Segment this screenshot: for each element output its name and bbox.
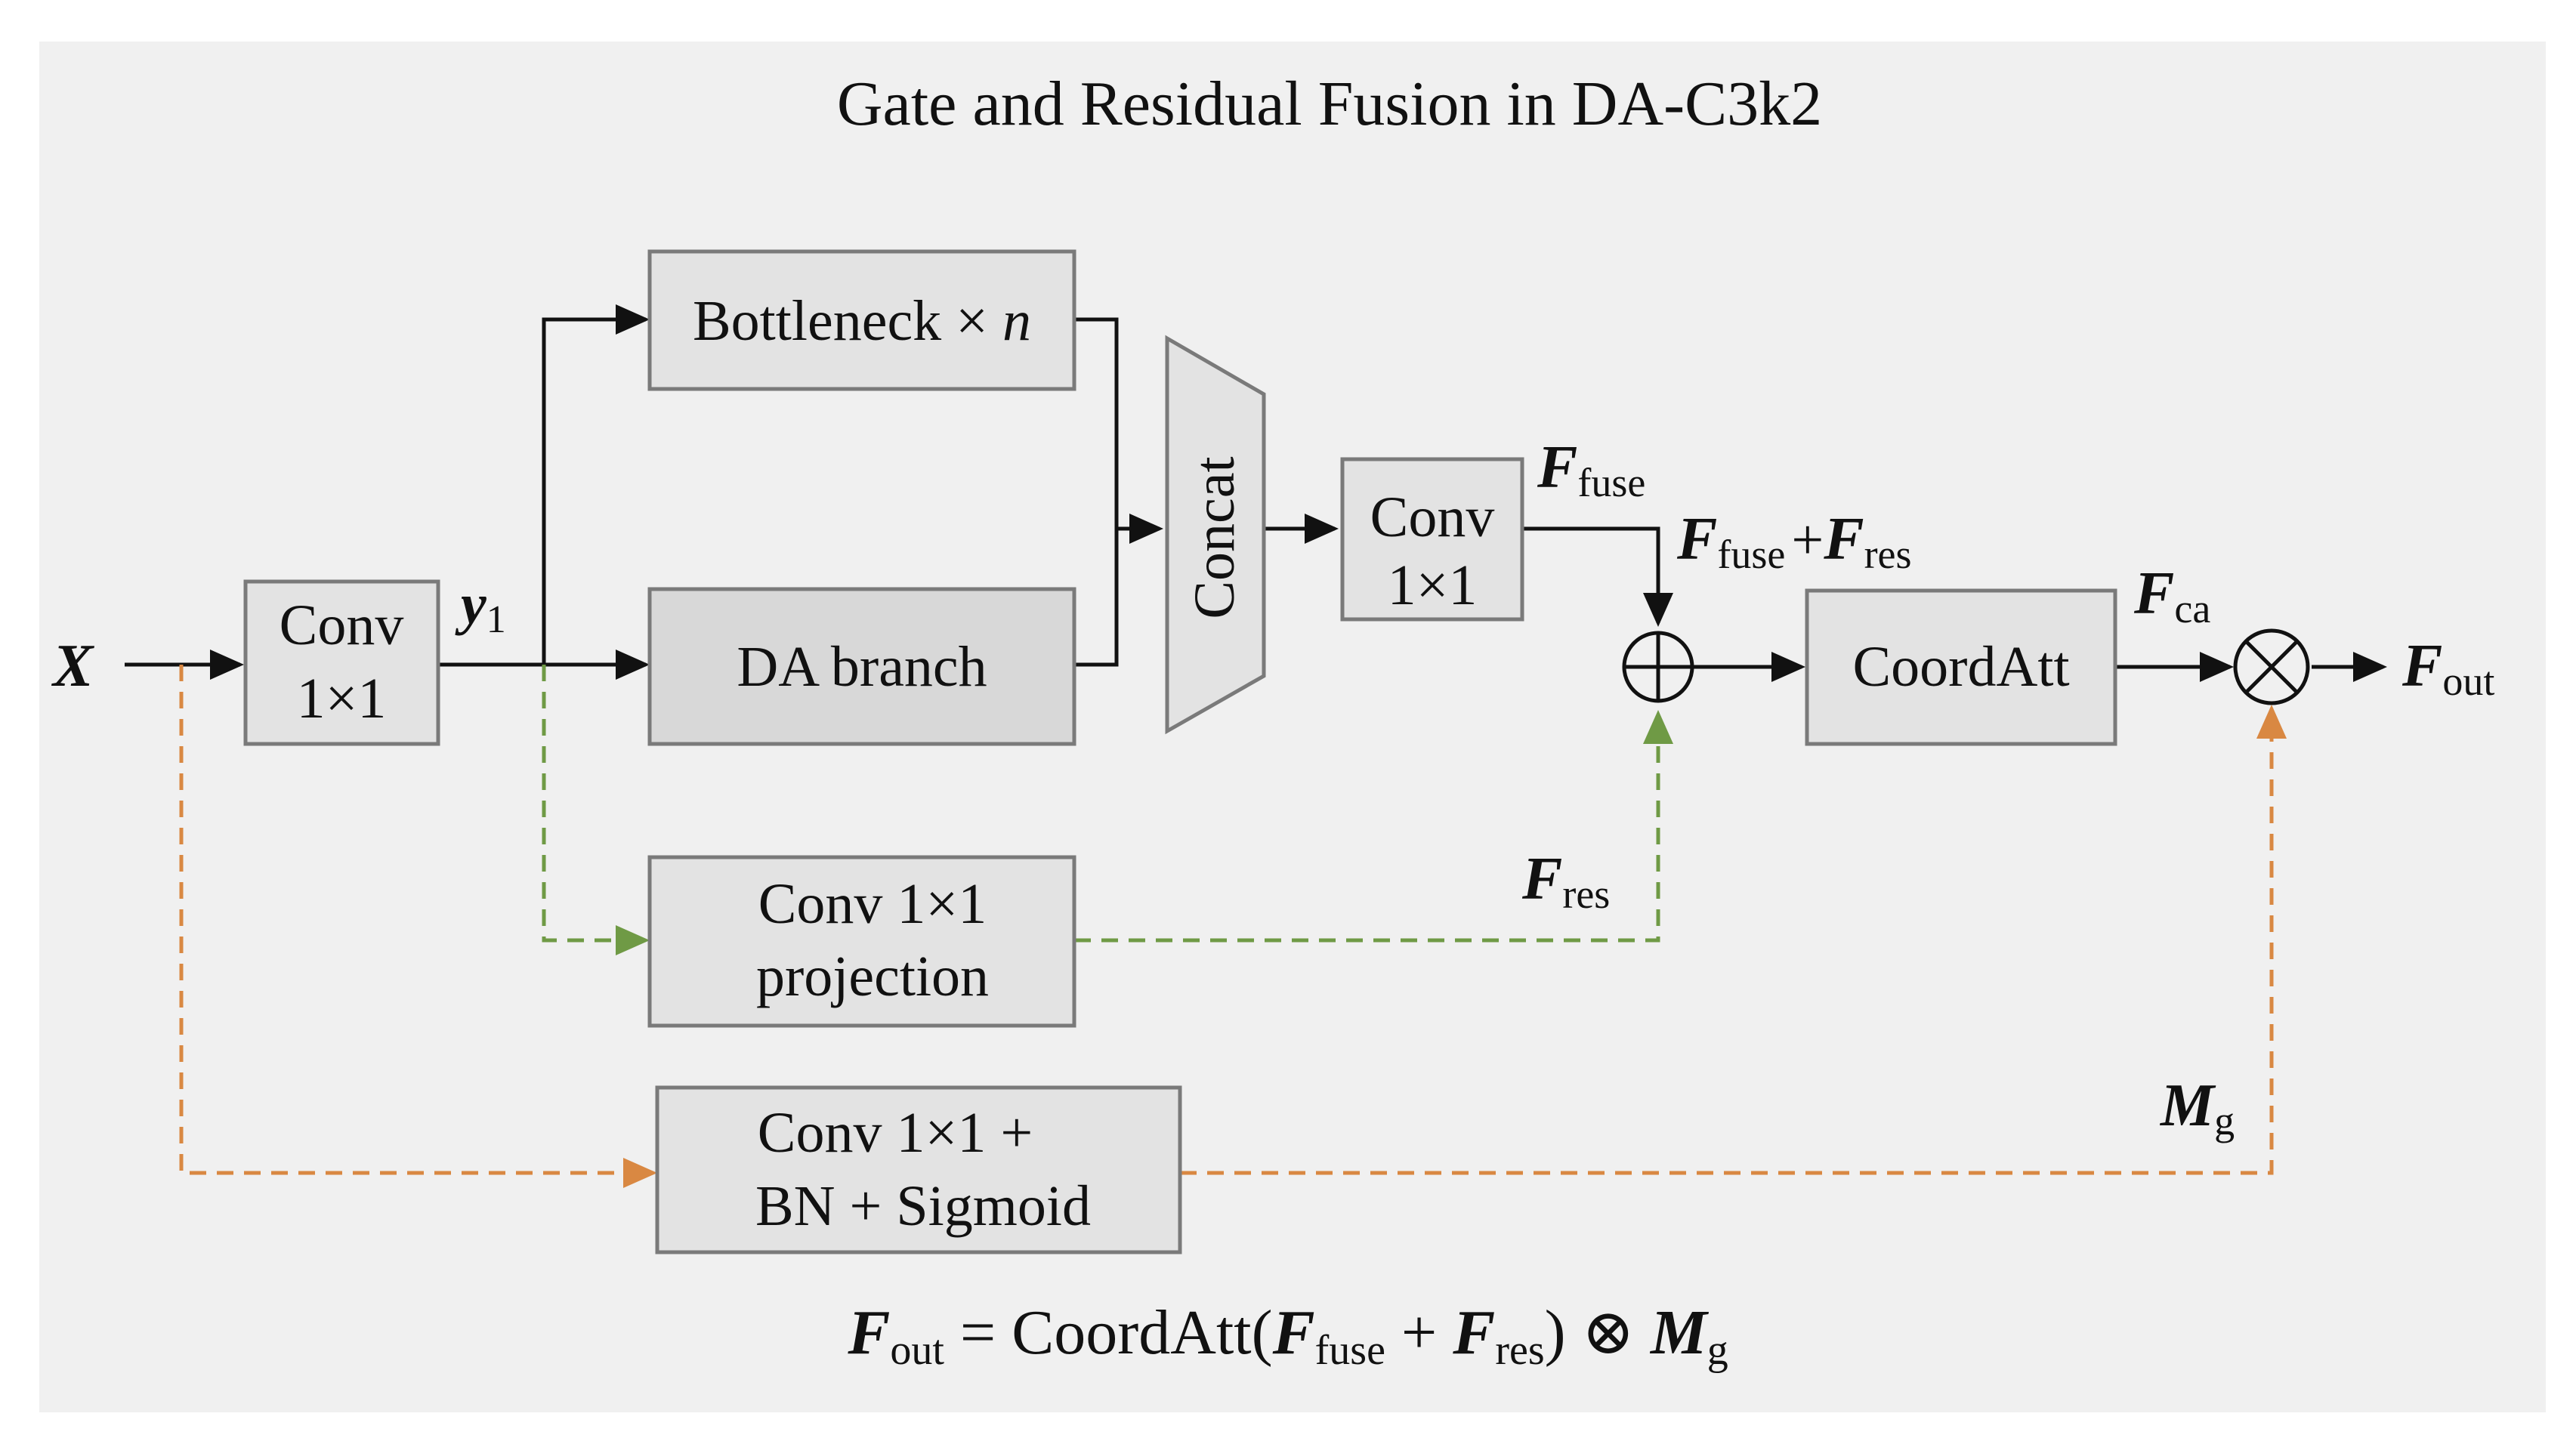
f-sum-b-sub: res [1864,532,1912,577]
da-branch-block: DA branch [647,587,1076,746]
f-sum-plus: + [1791,508,1824,572]
f-sum-a-sub: fuse [1717,532,1785,577]
edge-gate-in [179,665,657,1188]
coordatt-label: CoordAtt [1852,635,2069,699]
f-res-label: F [1521,846,1562,912]
m-g-label: M [2159,1072,2216,1139]
formula-m-sub: g [1707,1327,1728,1374]
coordatt-block: CoordAtt [1805,588,2117,746]
svg-text:Fca: Fca [2133,560,2210,631]
formula-b: F [1452,1298,1495,1368]
y1-label: y [455,572,486,636]
f-out-sub: out [2442,659,2494,704]
edge-gate-out [1180,705,2287,1175]
f-ca-label: F [2133,560,2174,627]
svg-text:Mg: Mg [2159,1072,2235,1143]
formula-close: ) ⊗ [1545,1298,1651,1368]
da-branch-label: DA branch [737,635,987,699]
edge-residual-in [542,665,650,955]
bottleneck-count: n [1002,289,1031,353]
projection-label-line1: Conv 1×1 [758,872,987,936]
edge-da-to-concat [1074,529,1119,667]
f-out-label: F [2401,633,2442,699]
bottleneck-label: Bottleneck × [693,289,988,353]
formula-eq: = CoordAtt( [944,1298,1273,1368]
conv-in-block: Conv 1×1 [243,579,440,746]
f-sum-b: F [1823,506,1864,572]
conv-in-label-line2: 1×1 [297,667,387,730]
edge-split-to-bottleneck [542,304,650,665]
projection-block: Conv 1×1 projection [647,855,1076,1028]
bottleneck-block: Bottleneck × n [647,249,1076,391]
f-fuse-sub: fuse [1577,460,1645,505]
add-operator [1622,631,1694,703]
diagram-title: Gate and Residual Fusion in DA-C3k2 [837,69,1822,139]
formula-m: M [1649,1298,1710,1368]
edge-bottleneck-to-concat [1074,317,1119,529]
conv-mid-label-line2: 1×1 [1388,554,1478,617]
conv-mid-label-line1: Conv [1370,486,1495,549]
input-label: X [51,633,94,699]
gate-label-line2: BN + Sigmoid [755,1174,1091,1238]
gate-label-line1: Conv 1×1 + [758,1101,1033,1165]
svg-text:y1: y1 [455,572,506,641]
projection-label-line2: projection [756,945,989,1008]
concat-block: Concat [1165,335,1266,735]
diagram-panel [39,42,2546,1412]
f-fuse-label: F [1537,434,1577,501]
f-ca-sub: ca [2174,586,2210,631]
m-g-sub: g [2214,1098,2235,1143]
multiply-operator [2233,628,2310,705]
formula-a-sub: fuse [1315,1327,1385,1374]
gate-block: Conv 1×1 + BN + Sigmoid [655,1085,1182,1254]
formula-lhs: F [847,1298,890,1368]
edge-conv-to-add [1522,526,1673,627]
svg-text:Fres: Fres [1521,846,1610,917]
svg-text:Ffuse: Ffuse [1537,434,1645,505]
concat-label: Concat [1183,456,1246,619]
formula-plus: + [1385,1298,1453,1368]
svg-text:Ffuse+Fres: Ffuse+Fres [1676,506,1912,577]
svg-text:Bottleneck × n: Bottleneck × n [693,289,1031,353]
conv-in-label-line1: Conv [280,594,404,657]
f-res-sub: res [1562,872,1610,917]
formula-b-sub: res [1495,1327,1544,1374]
edge-residual-out [1074,710,1673,943]
f-sum-a: F [1676,506,1717,572]
formula-a: F [1272,1298,1315,1368]
formula-lhs-sub: out [890,1327,944,1374]
formula: Fout = CoordAtt(Ffuse + Fres) ⊗ Mg [847,1298,1728,1374]
svg-text:Fout: Fout [2401,633,2494,704]
y1-sub: 1 [486,598,506,641]
conv-mid-block: Conv 1×1 [1340,457,1524,622]
